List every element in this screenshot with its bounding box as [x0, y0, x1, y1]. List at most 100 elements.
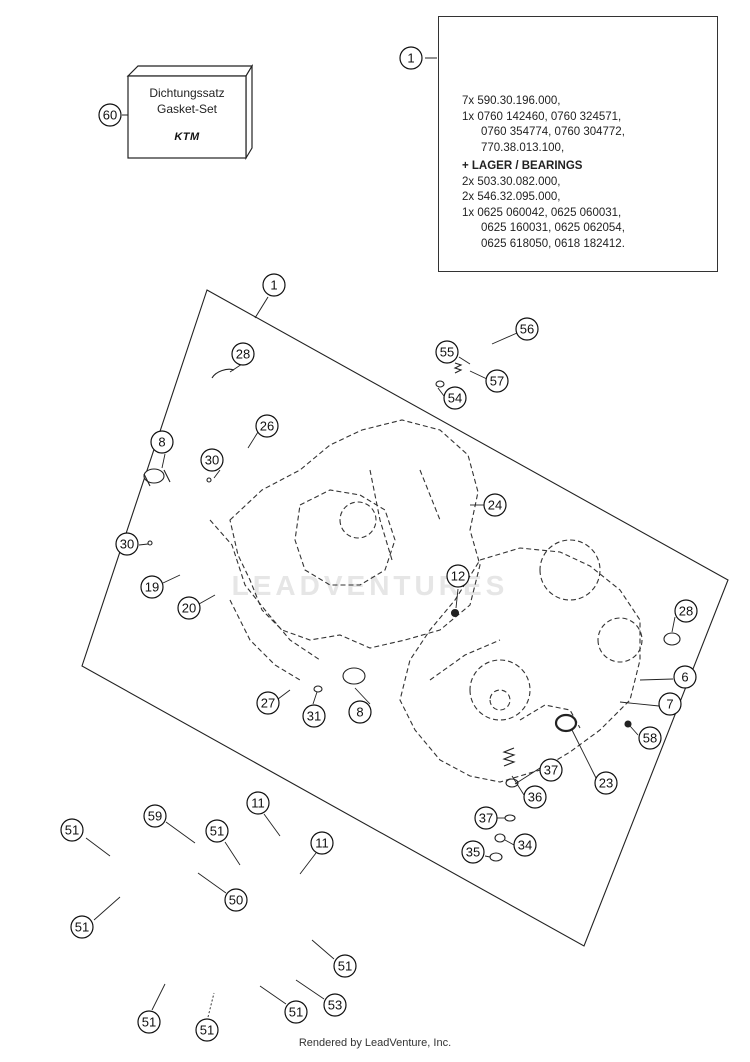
callout-37-circle	[474, 806, 498, 830]
legend-line: 2x 546.32.095.000,	[462, 191, 561, 203]
legend-heading-bearings: + LAGER / BEARINGS	[462, 160, 583, 172]
callout-51-label: 51	[210, 824, 224, 839]
callout-8-circle	[150, 430, 174, 454]
callout-37-circle	[539, 758, 563, 782]
callout-57: 57	[485, 369, 509, 393]
callout-51-circle	[333, 954, 357, 978]
callout-51: 51	[137, 1010, 161, 1034]
callout-56-circle	[515, 317, 539, 341]
washer-37-bottom	[504, 814, 516, 822]
callout-11-circle	[246, 791, 270, 815]
callout-8-label: 8	[158, 435, 165, 450]
callout-28: 28	[231, 342, 255, 366]
callout-23-circle	[594, 771, 618, 795]
callout-59-circle	[143, 804, 167, 828]
brand-logo: KTM	[174, 131, 200, 143]
callout-24-circle	[483, 493, 507, 517]
callout-36-circle	[523, 785, 547, 809]
callout-11-label: 11	[251, 796, 265, 811]
callout-12: 12	[446, 564, 470, 588]
callout-26-circle	[255, 414, 279, 438]
callout-56: 56	[515, 317, 539, 341]
callout-37: 37	[539, 758, 563, 782]
dowel-54	[435, 380, 445, 388]
footer-credit: Rendered by LeadVenture, Inc.	[298, 1037, 452, 1049]
callout-1-label: 1	[270, 278, 277, 293]
callout-58: 58	[638, 726, 662, 750]
callout-51-circle	[195, 1018, 219, 1042]
plug-58	[624, 720, 632, 728]
callout-51-circle	[205, 819, 229, 843]
callout-58-circle	[638, 726, 662, 750]
callout-30-circle	[115, 532, 139, 556]
callout-51-label: 51	[338, 959, 352, 974]
callout-28-label: 28	[236, 347, 250, 362]
leader-line	[254, 296, 269, 319]
legend-line: 1x 0625 060042, 0625 060031,	[462, 206, 622, 219]
callout-28-label: 28	[679, 604, 693, 619]
plug-12	[450, 608, 460, 618]
dowel-30-top	[206, 477, 212, 483]
callout-51: 51	[60, 818, 84, 842]
callout-30-label: 30	[120, 537, 134, 552]
callout-59: 59	[143, 804, 167, 828]
callout-51-label: 51	[142, 1015, 156, 1030]
crankcase-left-half	[209, 419, 481, 681]
callout-27-label: 27	[261, 696, 275, 711]
seal-23	[554, 713, 578, 733]
callout-34: 34	[513, 833, 537, 857]
callout-19-circle	[140, 575, 164, 599]
callout-11: 11	[310, 831, 334, 855]
callout-1-label: 1	[407, 51, 414, 66]
callout-28-circle	[231, 342, 255, 366]
ball-34	[494, 833, 506, 843]
callout-57-label: 57	[490, 374, 504, 389]
callout-50-label: 50	[229, 893, 243, 908]
callout-19: 19	[140, 575, 164, 599]
callout-34-circle	[513, 833, 537, 857]
callout-35: 35	[461, 840, 485, 864]
legend-line: 0760 354774, 0760 304772,	[481, 126, 625, 138]
callout-59-label: 59	[148, 809, 162, 824]
callout-1: 1	[399, 46, 423, 70]
callout-6: 6	[673, 665, 697, 689]
callout-51: 51	[205, 819, 229, 843]
callout-26: 26	[255, 414, 279, 438]
callout-6-label: 6	[681, 670, 688, 685]
callout-51: 51	[284, 1000, 308, 1024]
callout-27-circle	[256, 691, 280, 715]
callout-35-label: 35	[466, 845, 480, 860]
callout-54-circle	[443, 386, 467, 410]
parts	[143, 362, 681, 862]
callout-51: 51	[70, 915, 94, 939]
callout-51-label: 51	[289, 1005, 303, 1020]
legend-line: 770.38.013.100,	[481, 141, 565, 154]
callout-8-circle	[348, 700, 372, 724]
callout-6-circle	[673, 665, 697, 689]
callout-11-circle	[310, 831, 334, 855]
callout-8: 8	[150, 430, 174, 454]
callout-1: 1	[262, 273, 286, 297]
callout-30: 30	[200, 448, 224, 472]
callout-36: 36	[523, 785, 547, 809]
callout-8-label: 8	[356, 705, 363, 720]
callout-23: 23	[594, 771, 618, 795]
callout-51-circle	[70, 915, 94, 939]
callout-51-label: 51	[65, 823, 79, 838]
callout-31: 31	[302, 704, 326, 728]
callout-27: 27	[256, 691, 280, 715]
bearing-28-left	[211, 368, 235, 379]
callout-35-circle	[461, 840, 485, 864]
callout-34-label: 34	[518, 838, 532, 853]
callout-55: 55	[435, 340, 459, 364]
bushing-8-bottom	[342, 667, 366, 685]
callout-11-label: 11	[315, 836, 329, 851]
callout-36-label: 36	[528, 790, 542, 805]
callout-19-label: 19	[145, 580, 159, 595]
callout-51-label: 51	[75, 920, 89, 935]
callout-30-label: 30	[205, 453, 219, 468]
spring-36	[502, 747, 516, 767]
